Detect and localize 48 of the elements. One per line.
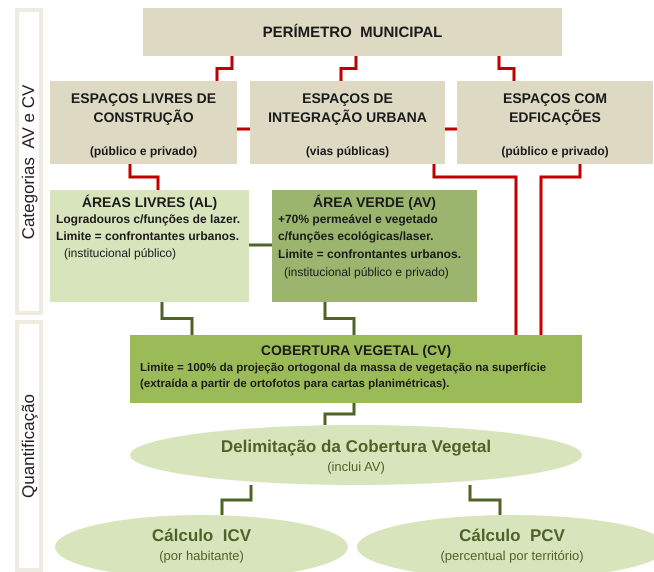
box-title: Delimitação da Cobertura Vegetal <box>220 436 492 458</box>
connector <box>432 164 518 335</box>
box-title: Cálculo ICV <box>152 525 252 547</box>
connector <box>216 56 234 81</box>
connector <box>340 56 358 81</box>
box-text: (institucional público) <box>64 245 178 262</box>
connector <box>468 485 502 515</box>
category-box <box>143 8 562 56</box>
connector <box>160 302 194 335</box>
connector <box>445 128 457 130</box>
box-text: Limite = confrontantes urbanos. <box>278 247 462 261</box>
section-band <box>15 8 43 315</box>
connector <box>249 244 272 246</box>
category-box <box>272 190 477 302</box>
box-subtitle: (público e privado) <box>88 143 198 160</box>
box-title: ÁREAS LIVRES (AL) <box>80 193 218 211</box>
box-title: COBERTURA VEGETAL (CV) <box>260 341 452 360</box>
connector <box>128 164 160 190</box>
box-text: Limite = confrontantes urbanos. <box>56 228 240 245</box>
category-box <box>50 190 249 302</box>
category-box <box>130 335 582 403</box>
box-title: ESPAÇOS DE INTEGRAÇÃO URBANA <box>267 89 428 127</box>
connector <box>324 403 356 425</box>
box-text: Logradouros c/funções de lazer. <box>56 211 242 228</box>
connector <box>237 128 250 130</box>
category-box <box>457 81 653 164</box>
section-label: Quantificação <box>19 394 39 498</box>
box-subtitle: (vias públicas) <box>304 143 390 160</box>
box-title: PERÍMETRO MUNICIPAL <box>262 24 442 40</box>
section-band <box>15 320 43 572</box>
connector <box>324 302 356 335</box>
connector <box>220 485 252 515</box>
box-text: (institucional público e privado) <box>284 265 449 279</box>
connector <box>498 56 516 81</box>
box-title: ÁREA VERDE (AV) <box>312 193 437 211</box>
category-box <box>250 81 445 164</box>
box-text: +70% permeável e vegetado c/funções ecológicas/laser. <box>278 211 439 245</box>
category-box <box>50 81 237 164</box>
box-subtitle: (inclui AV) <box>327 458 385 474</box>
connector <box>540 164 582 335</box>
box-subtitle: (por habitante) <box>159 547 244 564</box>
box-subtitle: (percentual por território) <box>440 547 584 564</box>
box-title: ESPAÇOS COM EDFICAÇÕES <box>502 89 608 127</box>
box-subtitle: (público e privado) <box>500 143 610 160</box>
section-label: Categorias AV e CV <box>19 84 39 239</box>
box-text: Limite = 100% da projeção ortogonal da massa de vegetação na superfície (extraída a partir de ortofotos para cartas planimétricas). <box>140 361 548 392</box>
box-title: ESPAÇOS LIVRES DE CONSTRUÇÃO <box>70 89 218 127</box>
box-title: Cálculo PCV <box>459 525 565 547</box>
